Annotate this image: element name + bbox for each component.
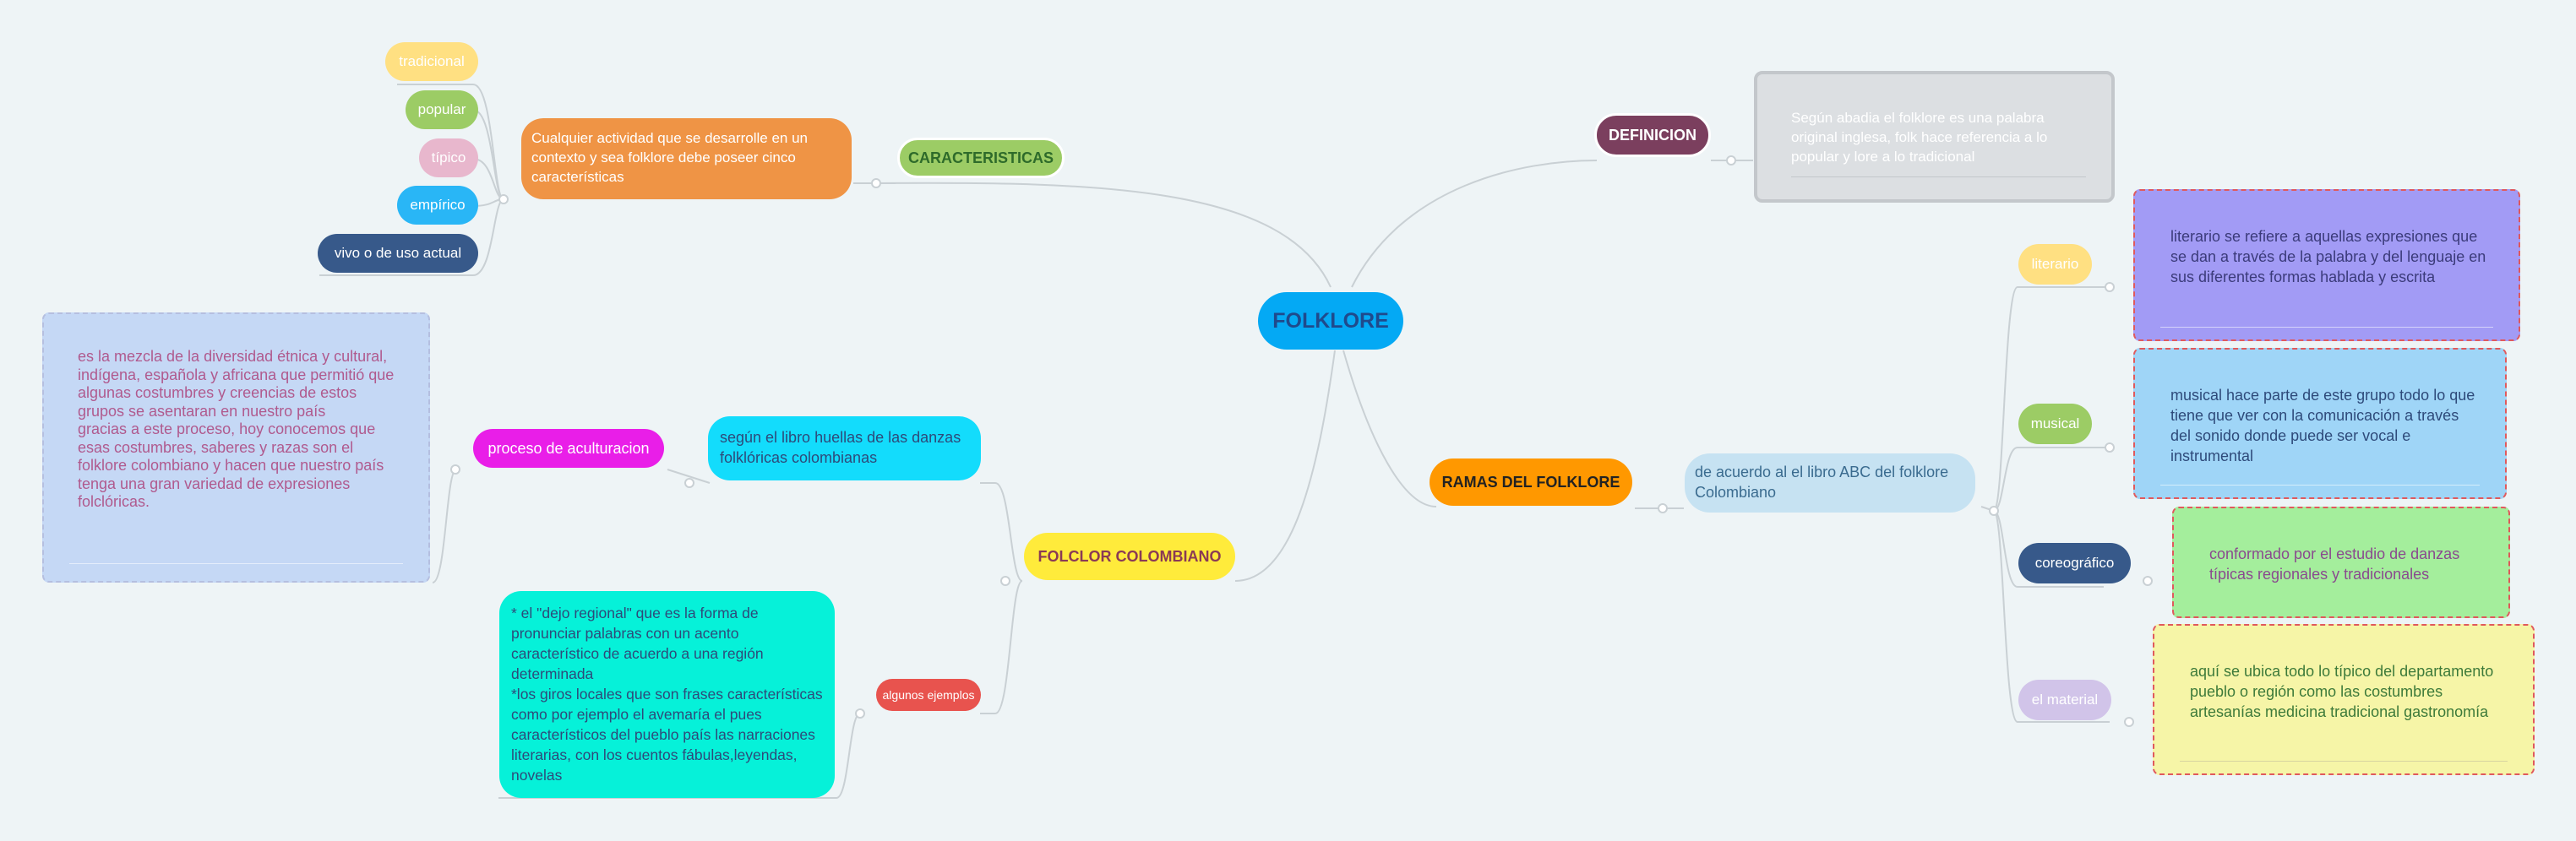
topic-ramas[interactable]: RAMAS DEL FOLKLORE: [1430, 458, 1632, 506]
central-topic[interactable]: FOLKLORE: [1258, 292, 1403, 350]
topic-folclor[interactable]: FOLCLOR COLOMBIANO: [1024, 533, 1235, 580]
central-topic-label: FOLKLORE: [1272, 308, 1389, 333]
rama-musical-label: musical: [2030, 415, 2080, 431]
rama-coreografico-text: conformado por el estudio de danzas típi…: [2209, 545, 2460, 583]
rama-literario-label: literario: [2031, 256, 2079, 272]
topic-caracteristicas[interactable]: CARACTERISTICAS: [897, 138, 1065, 178]
definicion-text-box[interactable]: Según abadia el folklore es una palabra …: [1754, 71, 2115, 203]
algunos-ejemplos[interactable]: algunos ejemplos: [876, 679, 981, 711]
rama-literario-text: literario se refiere a aquellas expresio…: [2170, 228, 2486, 285]
definicion-separator: [1791, 176, 2086, 177]
caracteristicas-description[interactable]: Cualquier actividad que se desarrolle en…: [521, 118, 852, 199]
proceso-aculturacion-label: proceso de aculturacion: [487, 439, 650, 457]
caracteristica-empirico[interactable]: empírico: [397, 186, 478, 225]
folclor-source[interactable]: según el libro huellas de las danzas fol…: [708, 416, 981, 480]
caracteristica-popular[interactable]: popular: [406, 90, 478, 129]
rama-material-separator: [2180, 761, 2508, 762]
ejemplos-text: * el "dejo regional" que es la forma de …: [511, 605, 823, 784]
definicion-text: Según abadia el folklore es una palabra …: [1791, 110, 2048, 165]
topic-ramas-label: RAMAS DEL FOLKLORE: [1441, 473, 1620, 491]
rama-literario-separator: [2160, 327, 2493, 328]
rama-material-text: aquí se ubica todo lo típico del departa…: [2190, 663, 2494, 720]
rama-musical-box[interactable]: musical hace parte de este grupo todo lo…: [2133, 348, 2507, 499]
rama-musical-separator: [2160, 485, 2480, 486]
rama-coreografico-label: coreográfico: [2034, 555, 2115, 571]
proceso-aculturacion[interactable]: proceso de aculturacion: [473, 429, 664, 468]
caracteristica-tipico-label: típico: [431, 149, 466, 165]
ejemplos-box[interactable]: * el "dejo regional" que es la forma de …: [499, 591, 835, 798]
rama-material-label: el material: [2031, 692, 2099, 708]
rama-literario-box[interactable]: literario se refiere a aquellas expresio…: [2133, 189, 2520, 341]
caracteristica-tradicional[interactable]: tradicional: [385, 42, 478, 81]
folclor-source-text: según el libro huellas de las danzas fol…: [720, 429, 961, 466]
caracteristica-tipico[interactable]: típico: [419, 138, 478, 177]
proceso-aculturacion-text: es la mezcla de la diversidad étnica y c…: [78, 348, 395, 510]
rama-material[interactable]: el material: [2018, 680, 2111, 720]
rama-coreografico[interactable]: coreográfico: [2018, 543, 2131, 583]
caracteristica-popular-label: popular: [417, 101, 466, 117]
proceso-aculturacion-box[interactable]: es la mezcla de la diversidad étnica y c…: [42, 312, 430, 583]
caracteristica-empirico-label: empírico: [410, 197, 466, 213]
topic-definicion-label: DEFINICION: [1608, 126, 1696, 144]
topic-definicion[interactable]: DEFINICION: [1594, 113, 1711, 157]
caracteristica-tradicional-label: tradicional: [399, 53, 465, 69]
rama-literario[interactable]: literario: [2018, 244, 2092, 285]
rama-material-box[interactable]: aquí se ubica todo lo típico del departa…: [2153, 624, 2535, 775]
caracteristicas-description-text: Cualquier actividad que se desarrolle en…: [531, 130, 808, 185]
rama-musical[interactable]: musical: [2018, 404, 2092, 444]
proceso-aculturacion-separator: [69, 563, 403, 564]
algunos-ejemplos-label: algunos ejemplos: [882, 688, 975, 702]
caracteristica-vivo[interactable]: vivo o de uso actual: [318, 234, 478, 273]
rama-musical-text: musical hace parte de este grupo todo lo…: [2170, 387, 2475, 464]
ramas-source[interactable]: de acuerdo al el libro ABC del folklore …: [1685, 453, 1975, 513]
rama-coreografico-box[interactable]: conformado por el estudio de danzas típi…: [2172, 507, 2510, 618]
caracteristica-vivo-label: vivo o de uso actual: [334, 245, 462, 261]
topic-folclor-label: FOLCLOR COLOMBIANO: [1037, 547, 1222, 565]
ramas-source-text: de acuerdo al el libro ABC del folklore …: [1695, 464, 1949, 501]
topic-caracteristicas-label: CARACTERISTICAS: [907, 149, 1054, 166]
